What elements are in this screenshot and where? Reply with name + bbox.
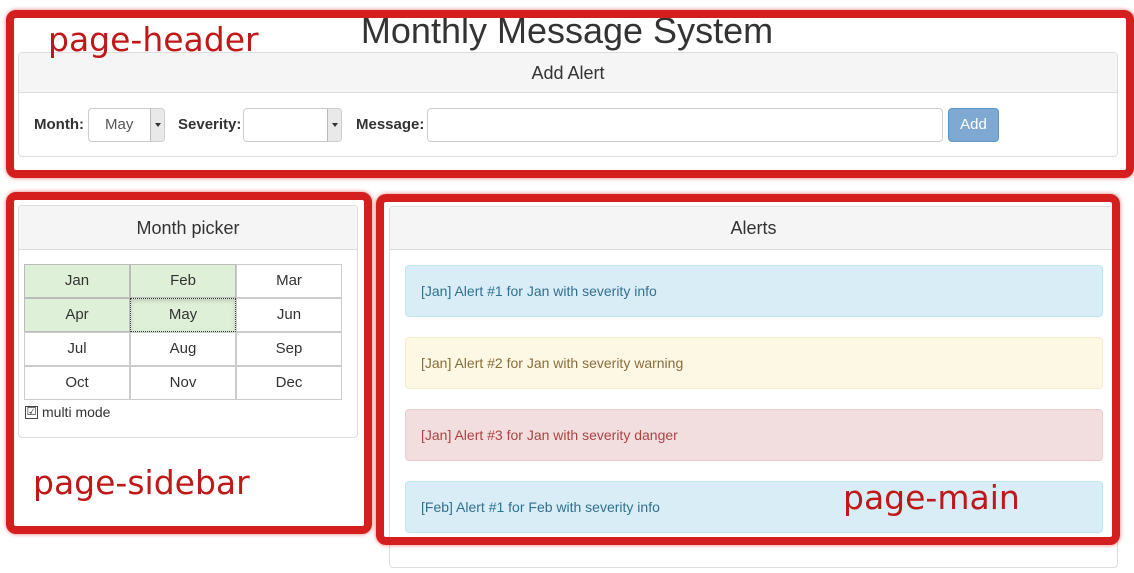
severity-select[interactable]: [243, 108, 342, 142]
month-button-apr[interactable]: Apr: [24, 298, 130, 332]
page-sidebar-annotation: page-sidebar: [33, 463, 250, 502]
message-input[interactable]: [427, 108, 943, 142]
multi-mode-toggle[interactable]: ☑ multi mode: [25, 403, 110, 421]
alerts-heading: Alerts: [390, 207, 1117, 250]
month-button-jan[interactable]: Jan: [24, 264, 130, 298]
message-label: Message:: [356, 116, 425, 133]
alert-item: [Jan] Alert #3 for Jan with severity dan…: [405, 409, 1103, 461]
month-button-mar[interactable]: Mar: [236, 264, 342, 298]
multi-mode-label: multi mode: [42, 404, 111, 420]
chevron-down-icon: [150, 109, 164, 141]
page-header-outline: [6, 10, 1134, 178]
month-button-nov[interactable]: Nov: [130, 366, 236, 400]
severity-label: Severity:: [178, 116, 242, 133]
month-button-jun[interactable]: Jun: [236, 298, 342, 332]
add-alert-heading: Add Alert: [19, 53, 1117, 93]
month-button-may[interactable]: May: [130, 298, 236, 332]
add-button[interactable]: Add: [948, 108, 999, 142]
chevron-down-icon: [327, 109, 341, 141]
page-main-annotation: page-main: [843, 478, 1020, 517]
page-header-annotation: page-header: [48, 20, 259, 59]
month-select-value: May: [105, 116, 134, 133]
month-button-sep[interactable]: Sep: [236, 332, 342, 366]
month-button-dec[interactable]: Dec: [236, 366, 342, 400]
multi-mode-checkbox[interactable]: ☑: [25, 405, 38, 419]
month-button-jul[interactable]: Jul: [24, 332, 130, 366]
month-button-aug[interactable]: Aug: [130, 332, 236, 366]
month-select[interactable]: May: [88, 108, 165, 142]
month-label: Month:: [34, 116, 84, 133]
month-button-feb[interactable]: Feb: [130, 264, 236, 298]
page-main-outline: [376, 194, 1120, 545]
month-picker-heading: Month picker: [19, 206, 357, 250]
checkmark-icon: ☑: [26, 405, 37, 418]
alert-item: [Feb] Alert #1 for Feb with severity inf…: [405, 481, 1103, 533]
alert-item: [Jan] Alert #1 for Jan with severity inf…: [405, 265, 1103, 317]
alert-item: [Jan] Alert #2 for Jan with severity war…: [405, 337, 1103, 389]
alerts-panel: Alerts [Jan] Alert #1 for Jan with sever…: [389, 206, 1118, 568]
month-button-oct[interactable]: Oct: [24, 366, 130, 400]
add-alert-panel: Add Alert Month: May Severity: Message: …: [18, 52, 1118, 157]
page-sidebar-outline: [6, 192, 372, 534]
